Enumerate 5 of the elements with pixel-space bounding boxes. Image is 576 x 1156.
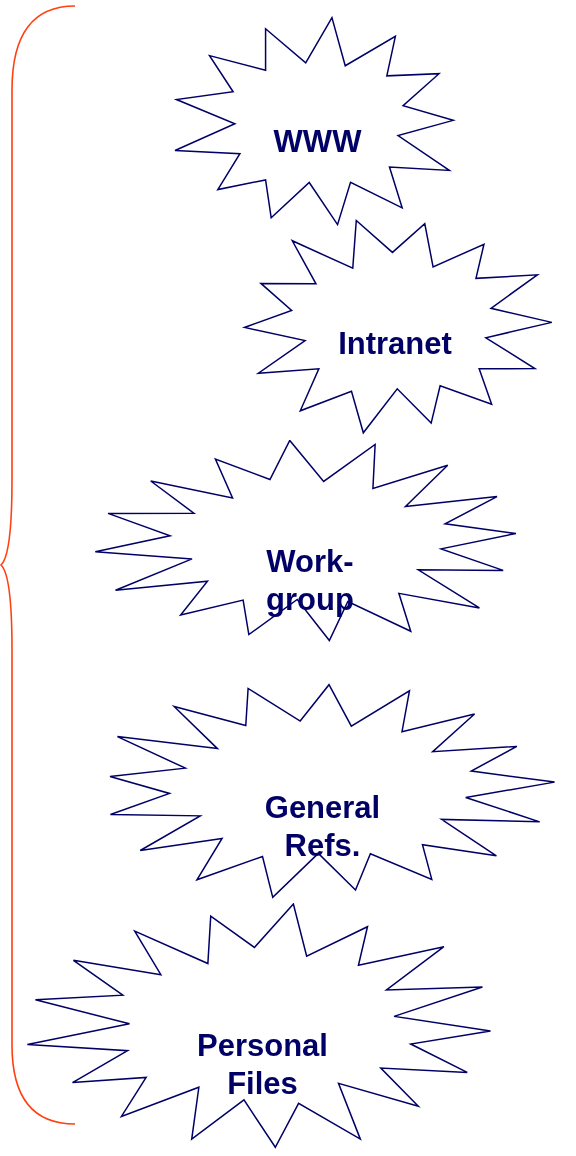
starburst-label: Work- group — [265, 542, 355, 619]
starburst-label: WWW — [272, 122, 363, 161]
starburst-label: General Refs. — [263, 789, 382, 865]
starburst-label: Intranet — [337, 325, 453, 363]
starburst-label: Personal Files — [196, 1026, 329, 1103]
